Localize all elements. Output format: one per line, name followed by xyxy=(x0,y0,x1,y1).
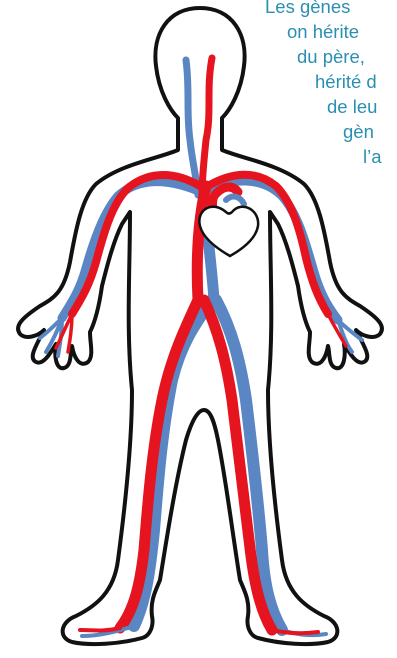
caption-line: on hérite xyxy=(287,19,397,44)
caption-line: Les gènes xyxy=(265,0,397,19)
left-foot-artery xyxy=(80,628,120,631)
caption-line: de leu xyxy=(327,94,397,119)
caption-line: gèn xyxy=(343,119,397,144)
caption-text: Les gènes on hérite du père, hérité d de… xyxy=(197,0,397,294)
caption-line: l’a xyxy=(363,144,397,169)
caption-line: hérité d xyxy=(315,69,397,94)
caption-line: du père, xyxy=(297,44,397,69)
